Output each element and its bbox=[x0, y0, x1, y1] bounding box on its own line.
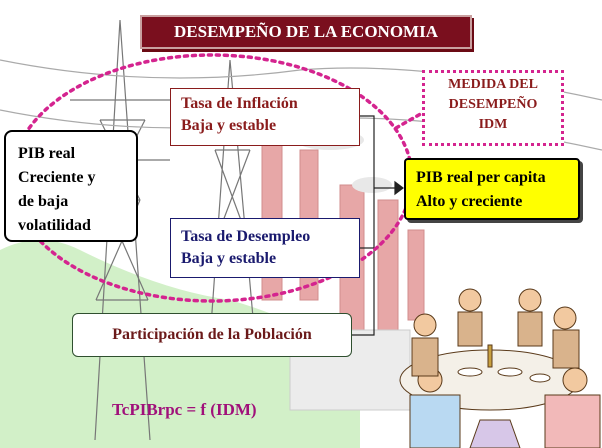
dotted-link bbox=[394, 110, 426, 130]
formula-text: TcPIBrpc = f (IDM) bbox=[112, 400, 257, 419]
pib-per-capita-box: PIB real per capita Alto y creciente bbox=[404, 158, 580, 220]
inflation-box: Tasa de Inflación Baja y estable bbox=[170, 88, 360, 146]
medida-line3: IDM bbox=[478, 117, 508, 132]
unemployment-line1: Tasa de Desempleo bbox=[181, 228, 311, 245]
pib-real-line2: Creciente y bbox=[18, 169, 96, 186]
pibpc-line2: Alto y creciente bbox=[416, 193, 523, 210]
medida-line2: DESEMPEÑO bbox=[448, 97, 538, 112]
pib-real-line1: PIB real bbox=[18, 145, 76, 162]
dinner-scene bbox=[399, 288, 601, 448]
unemployment-box: Tasa de Desempleo Baja y estable bbox=[170, 218, 360, 278]
pib-real-box: PIB real Creciente y de baja volatilidad bbox=[4, 130, 138, 242]
title-text: DESEMPEÑO DE LA ECONOMIA bbox=[174, 22, 438, 41]
pib-real-line4: volatilidad bbox=[18, 217, 91, 234]
pibpc-line1: PIB real per capita bbox=[416, 169, 546, 186]
connector-lines bbox=[352, 115, 404, 336]
inflation-line1: Tasa de Inflación bbox=[181, 95, 298, 112]
unemployment-line2: Baja y estable bbox=[181, 250, 277, 267]
performance-measure-box: MEDIDA DEL DESEMPEÑO IDM bbox=[422, 70, 564, 146]
medida-line1: MEDIDA DEL bbox=[448, 77, 538, 92]
participation-text: Participación de la Población bbox=[112, 326, 312, 343]
pib-real-line3: de baja bbox=[18, 193, 69, 210]
inflation-line2: Baja y estable bbox=[181, 117, 277, 134]
page-title: DESEMPEÑO DE LA ECONOMIA bbox=[140, 15, 472, 49]
participation-box: Participación de la Población bbox=[72, 313, 352, 357]
